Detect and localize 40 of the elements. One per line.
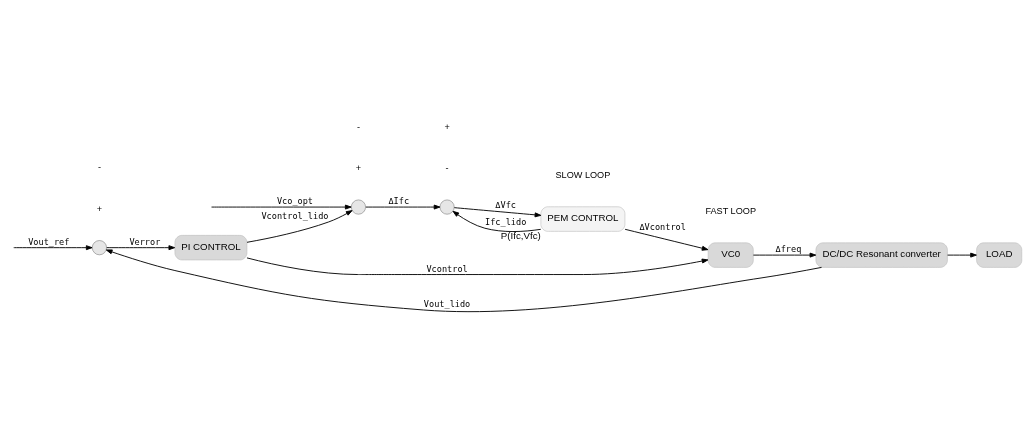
edge-label: Vout_lido: [423, 299, 470, 310]
label: SLOW LOOP: [555, 169, 610, 180]
node-box: DC/DC Resonant converter: [815, 242, 948, 268]
label: -: [356, 121, 360, 132]
node-circle: [91, 240, 107, 256]
node-box: LOAD: [975, 242, 1022, 268]
label: +: [355, 162, 361, 173]
node-box: PI CONTROL: [174, 235, 247, 261]
edge-label: Vcontrol_lido: [260, 211, 328, 222]
edge-label: Vcontrol: [425, 263, 468, 274]
edge-label: ΔIfc: [387, 196, 409, 207]
arrow: [246, 257, 708, 275]
node-box: PEM CONTROL: [540, 206, 625, 232]
label: -: [97, 162, 101, 173]
arrow: [210, 204, 352, 210]
arrow: [105, 249, 822, 312]
edge-label: Vout_ref: [27, 236, 69, 247]
edge-label: Verror: [128, 236, 160, 247]
node-box: VC0: [707, 242, 754, 268]
arrow: [12, 245, 93, 251]
label: +: [96, 203, 102, 214]
node-circle: [350, 199, 366, 215]
arrow: [364, 204, 440, 210]
edge-label: ΔVfc: [494, 199, 516, 210]
arrow: [105, 245, 175, 251]
node-label: P(Ifc,Vfc): [500, 230, 541, 242]
label: FAST LOOP: [704, 205, 756, 216]
edge-label: Ifc_lido: [484, 217, 526, 228]
arrow: [752, 252, 816, 258]
arrow: [624, 228, 708, 251]
arrow: [453, 207, 541, 218]
label: +: [443, 121, 450, 132]
arrow: [246, 210, 352, 243]
edge-label: ΔVcontrol: [638, 221, 686, 232]
arrow: [946, 252, 977, 258]
node-circle: [439, 199, 454, 215]
label: -: [445, 162, 449, 173]
arrow: [452, 210, 541, 232]
edge-label: Δfreq: [775, 244, 801, 255]
edge-label: Vco_opt: [276, 196, 313, 207]
